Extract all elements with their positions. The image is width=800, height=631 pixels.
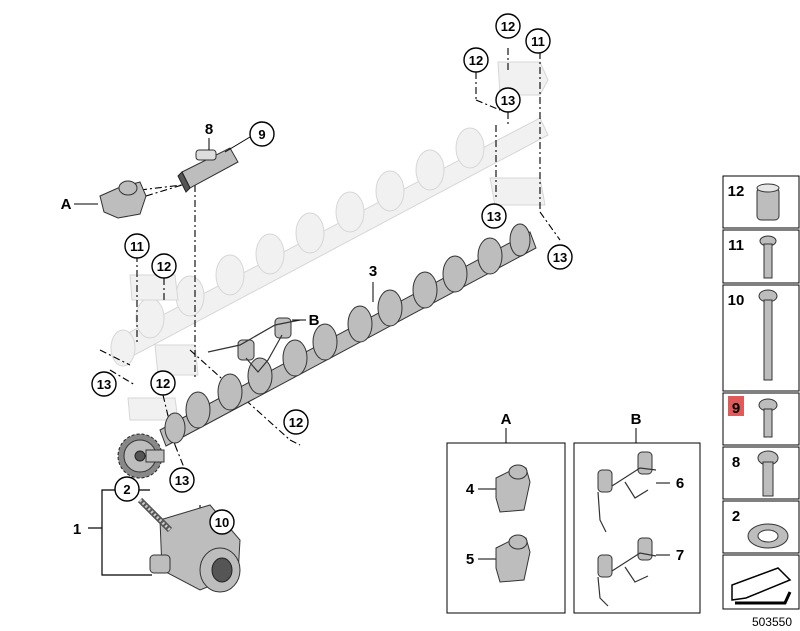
svg-text:11: 11: [531, 34, 545, 49]
label-3: 3: [369, 263, 377, 280]
spring-b-part: [207, 317, 301, 373]
svg-text:B: B: [631, 411, 642, 428]
plain-labels: 8 A 3 B 1: [61, 121, 378, 538]
svg-text:9: 9: [258, 127, 265, 142]
label-8: 8: [205, 121, 213, 138]
svg-text:12: 12: [156, 376, 170, 391]
legend-9-highlighted: 9: [732, 400, 740, 417]
callout-11-left: 11: [124, 233, 150, 259]
svg-text:12: 12: [501, 19, 515, 34]
callout-11-top: 11: [525, 28, 551, 54]
svg-text:13: 13: [553, 250, 567, 265]
svg-text:13: 13: [501, 93, 515, 108]
svg-text:12: 12: [157, 259, 171, 274]
callout-12-top: 12: [495, 13, 521, 39]
svg-text:13: 13: [97, 377, 111, 392]
camshaft: [159, 223, 537, 447]
svg-text:11: 11: [130, 239, 144, 254]
svg-text:2: 2: [732, 508, 740, 525]
detail-box-a: A 4 5: [446, 411, 566, 614]
svg-text:7: 7: [676, 547, 684, 564]
callout-10: 10: [209, 509, 235, 535]
callout-12-center: 12: [283, 409, 309, 435]
svg-text:10: 10: [728, 292, 745, 309]
svg-text:13: 13: [487, 209, 501, 224]
label-b: B: [309, 312, 320, 329]
label-1: 1: [73, 521, 81, 538]
callout-2: 2: [114, 476, 140, 502]
diagram-number: 503550: [752, 615, 792, 629]
svg-text:5: 5: [466, 551, 474, 568]
svg-text:13: 13: [175, 473, 189, 488]
callouts: 12 11 12 13 13 13 9 11: [91, 13, 573, 535]
svg-text:6: 6: [676, 475, 684, 492]
svg-text:2: 2: [123, 482, 130, 497]
ghost-camshaft: [110, 61, 549, 421]
callout-13-left: 13: [91, 371, 117, 397]
svg-text:11: 11: [728, 237, 744, 254]
callout-13-sprocket: 13: [169, 467, 195, 493]
svg-text:8: 8: [732, 454, 740, 471]
svg-text:12: 12: [289, 415, 303, 430]
label-a: A: [61, 196, 72, 213]
svg-text:4: 4: [466, 481, 475, 498]
part-8-block: [177, 147, 239, 193]
svg-text:A: A: [501, 411, 512, 428]
callout-9: 9: [224, 121, 275, 153]
callout-12-mid: 12: [463, 47, 489, 73]
parts-legend: 12 11 10 9 8 2: [722, 175, 800, 610]
callout-13-right-b: 13: [547, 244, 573, 270]
callout-13-right-a: 13: [481, 203, 507, 229]
callout-12-lower: 12: [150, 370, 176, 396]
svg-text:12: 12: [728, 183, 745, 200]
callout-13-top: 13: [495, 87, 521, 113]
svg-text:12: 12: [469, 53, 483, 68]
sprocket: [117, 433, 165, 479]
callout-12-left: 12: [151, 253, 177, 279]
detail-box-b: B 6 7: [573, 411, 701, 614]
bracket-a-part: [99, 180, 183, 219]
svg-text:10: 10: [215, 515, 229, 530]
